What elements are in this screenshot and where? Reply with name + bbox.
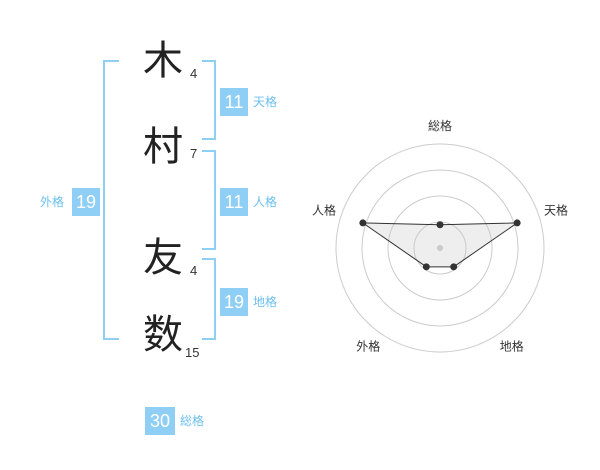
- tenkaku-bracket: [202, 60, 216, 140]
- radar-point-2: [513, 219, 521, 227]
- name-char-4: 数: [143, 312, 183, 358]
- stroke-count-2: 7: [190, 146, 198, 161]
- name-char-1: 木: [143, 38, 183, 84]
- jinkaku-badge: 11: [220, 188, 248, 216]
- tenkaku-label: 天格: [253, 95, 278, 109]
- radar-point-1: [436, 221, 444, 229]
- jinkaku-label: 人格: [253, 195, 278, 209]
- gaikaku-badge: 19: [72, 188, 100, 216]
- radar-axis-label: 天格: [544, 202, 568, 217]
- chikaku-bracket: [202, 258, 216, 340]
- soukaku-badge: 30: [145, 407, 175, 435]
- chikaku-badge: 19: [220, 288, 248, 316]
- gaikaku-bracket: [103, 60, 119, 340]
- radar-ring: [361, 169, 519, 327]
- jinkaku-bracket: [202, 150, 216, 250]
- radar-axis-label: 地格: [500, 339, 524, 354]
- soukaku-label: 総格: [180, 414, 205, 428]
- radar-ring: [387, 195, 493, 301]
- radar-axis-label: 人格: [312, 202, 336, 217]
- radar-ring: [335, 143, 545, 353]
- name-char-2: 村: [143, 124, 183, 170]
- gaikaku-label: 外格: [40, 195, 65, 209]
- radar-axis-label: 外格: [356, 339, 380, 354]
- radar-point-3: [450, 263, 458, 271]
- chikaku-label: 地格: [253, 295, 278, 309]
- radar-point-5: [359, 219, 367, 227]
- tenkaku-badge: 11: [220, 88, 248, 116]
- radar-point-4: [422, 263, 430, 271]
- stroke-count-1: 4: [190, 66, 198, 81]
- stroke-count-4: 15: [185, 345, 200, 360]
- radar-area: [361, 222, 519, 268]
- radar-center: [437, 245, 443, 251]
- radar-axis-label: 総格: [428, 118, 452, 133]
- name-char-3: 友: [143, 235, 183, 281]
- stroke-count-3: 4: [190, 263, 198, 278]
